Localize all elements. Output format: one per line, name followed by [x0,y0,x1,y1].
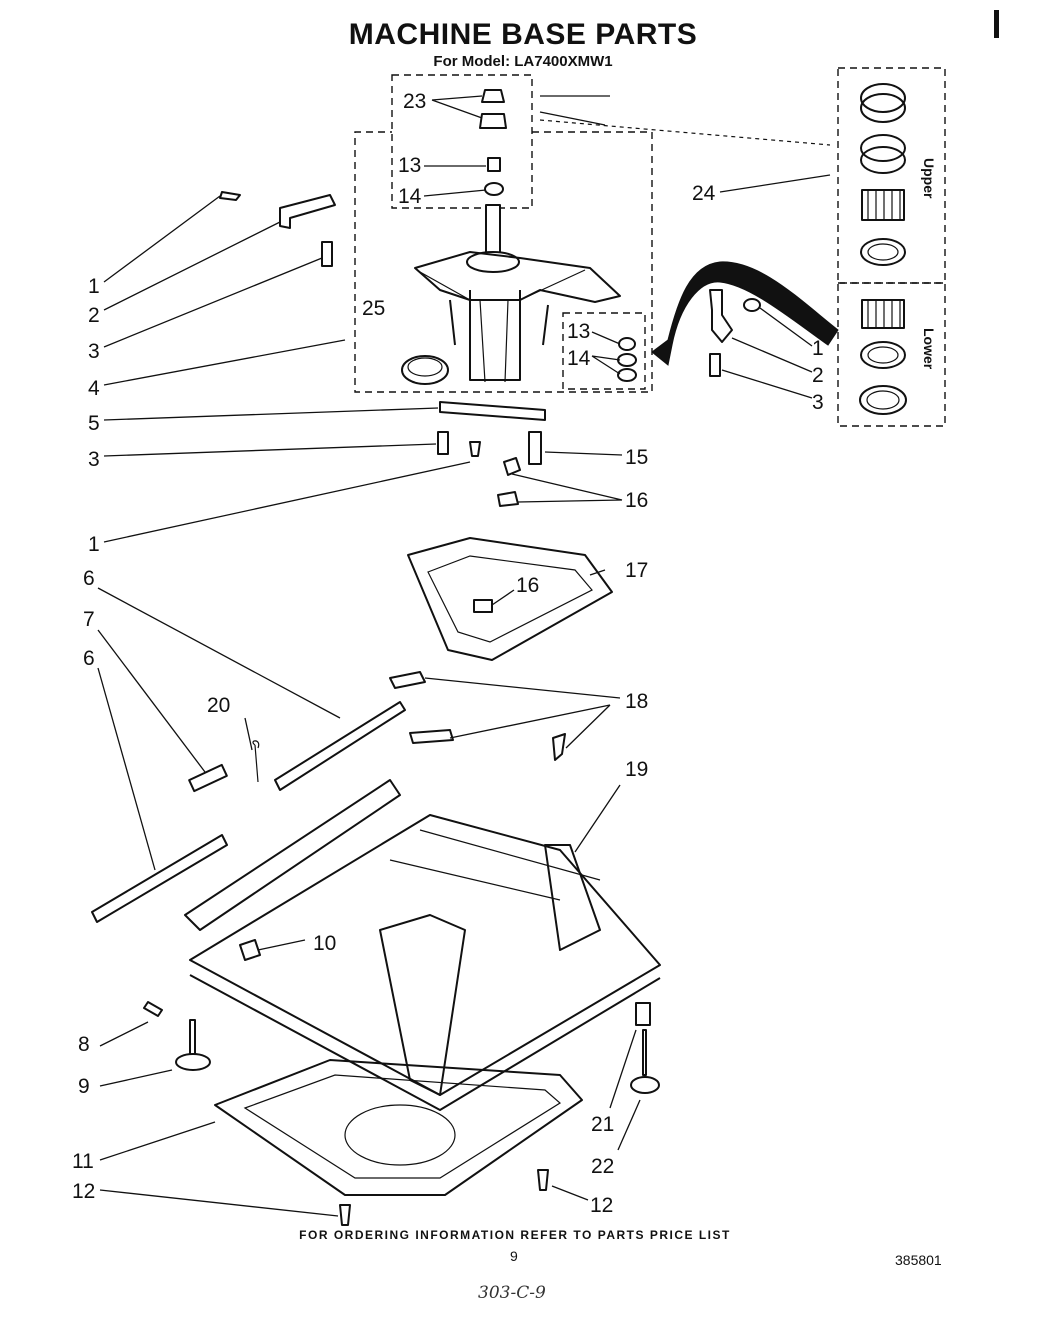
callout-11: 11 [72,1150,94,1173]
lower-bearing-group-box [562,312,646,390]
callout-6-upper: 6 [83,567,95,590]
left-bracket-parts [219,191,336,267]
page-title: MACHINE BASE PARTS [348,18,698,51]
callout-14-upper: 14 [398,185,422,208]
callout-labels: 23 13 14 1 2 3 25 4 5 3 13 14 24 1 2 3 1… [72,90,824,1217]
right-bracket-parts [709,289,761,377]
callout-12-right: 12 [590,1194,613,1217]
callout-3-right: 3 [812,391,824,414]
callout-19: 19 [625,758,648,781]
feet-and-screws [143,1001,660,1226]
callout-3-left: 3 [88,340,100,363]
callout-22: 22 [591,1155,614,1178]
base-pan-11 [214,1059,583,1196]
lower-bearing-kit-parts [859,299,907,415]
page-number: 9 [510,1248,518,1264]
callout-12-left: 12 [72,1180,95,1203]
seal-ring-25 [401,355,449,385]
clips-18 [389,671,566,761]
callout-20: 20 [207,694,230,717]
scan-mark [994,10,999,38]
callout-24: 24 [692,182,716,205]
callout-14-lower: 14 [567,347,591,370]
upper-bearing-group-box [391,74,533,209]
callout-13-lower: 13 [567,320,590,343]
callout-8: 8 [78,1033,90,1056]
document-number: 385801 [895,1252,942,1268]
callout-17: 17 [625,559,648,582]
callout-13-upper: 13 [398,154,421,177]
callout-18: 18 [625,690,648,713]
callout-9: 9 [78,1075,90,1098]
callout-1-right: 1 [812,337,824,360]
callout-16-upper: 16 [625,489,648,512]
callout-5: 5 [88,412,100,435]
ordering-info-footer: FOR ORDERING INFORMATION REFER TO PARTS … [299,1228,731,1242]
leader-lines [97,95,831,1217]
lower-bearings-13-14 [617,337,637,382]
rails-and-spring [91,701,406,923]
upper-bearing-kit-parts [860,83,906,266]
callout-1-left: 1 [88,275,100,298]
callout-21: 21 [591,1113,614,1136]
callout-7: 7 [83,608,95,631]
lower-bearings-label: Lower [921,328,937,370]
callout-6-lower: 6 [83,647,95,670]
handwritten-note: 303-C-9 [478,1283,546,1303]
transmission-assembly [414,204,621,383]
assembly-direction-arrow [651,261,839,366]
center-bracket-5 [437,401,546,507]
callout-23: 23 [403,90,426,113]
callout-4: 4 [88,377,100,400]
model-subtitle: For Model: LA7400XMW1 [433,53,613,70]
callout-2-right: 2 [812,364,824,387]
machine-base-frame-19 [184,779,661,1111]
transmission-group-box [354,131,653,393]
tub-frame-17 [407,537,613,661]
cap-parts-23 [479,89,507,196]
upper-bearings-label: Upper [921,158,937,199]
callout-2-left: 2 [88,304,100,327]
callout-1-bottom: 1 [88,533,100,556]
lower-bearing-kit-box [837,282,946,427]
callout-25: 25 [362,297,385,320]
callout-16-lower: 16 [516,574,539,597]
callout-10: 10 [313,932,336,955]
callout-3-center: 3 [88,448,100,471]
callout-15: 15 [625,446,648,469]
